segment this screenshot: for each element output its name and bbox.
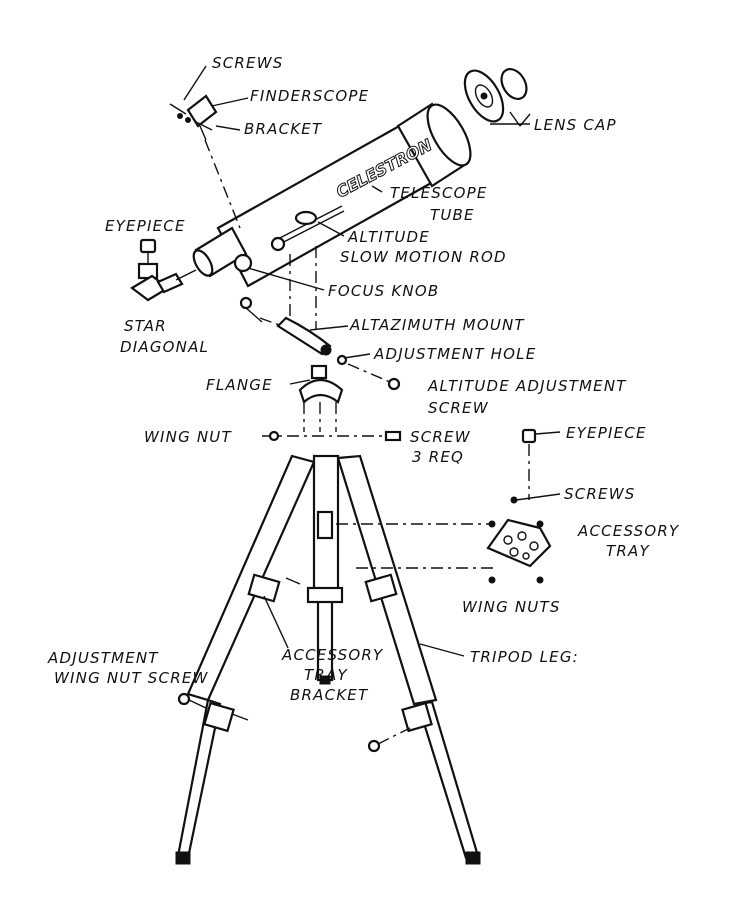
finderscope	[169, 94, 241, 229]
label-adjustment-wing-nut-2: WING NUT SCREW	[54, 669, 209, 687]
label-screws-top: SCREWS	[212, 54, 283, 72]
label-accessory-tray-bracket-3: BRACKET	[290, 686, 369, 704]
label-adjustment-hole: ADJUSTMENT HOLE	[373, 345, 536, 363]
label-adjustment-wing-nut-1: ADJUSTMENT	[47, 649, 159, 667]
label-eyepiece-right: EYEPIECE	[566, 424, 647, 442]
label-screw-2: 3 REQ	[412, 448, 464, 466]
focus-knob	[233, 253, 253, 273]
label-altitude-1: ALTITUDE	[347, 228, 430, 246]
label-altitude-2: SLOW MOTION ROD	[340, 248, 507, 266]
label-altitude-adjustment-1: ALTITUDE ADJUSTMENT	[427, 377, 627, 395]
label-wing-nuts: WING NUTS	[462, 598, 561, 616]
leader-lines	[183, 65, 561, 721]
lens-cap	[463, 67, 531, 127]
label-flange: FLANGE	[206, 376, 273, 394]
label-screw-1: SCREW	[410, 428, 471, 446]
label-bracket: BRACKET	[244, 120, 323, 138]
label-altazimuth-mount: ALTAZIMUTH MOUNT	[349, 316, 525, 334]
label-lens-cap: LENS CAP	[534, 116, 617, 134]
label-star-diagonal-2: DIAGONAL	[120, 338, 209, 356]
label-altitude-adjustment-2: SCREW	[428, 399, 489, 417]
tripod-legs	[175, 454, 481, 865]
label-tripod-leg: TRIPOD LEG:	[470, 648, 579, 666]
label-wing-nut: WING NUT	[144, 428, 232, 446]
label-accessory-tray-2: TRAY	[606, 542, 650, 560]
label-star-diagonal-1: STAR	[124, 317, 167, 335]
label-finderscope: FINDERSCOPE	[250, 87, 369, 105]
label-accessory-tray-1: ACCESSORY	[577, 522, 680, 540]
label-accessory-tray-bracket-2: TRAY	[304, 666, 348, 684]
label-telescope-tube-1: TELESCOPE	[390, 184, 488, 202]
label-eyepiece-left: EYEPIECE	[105, 217, 186, 235]
tripod-head	[262, 364, 402, 442]
labels: SCREWS FINDERSCOPE BRACKET LENS CAP TELE…	[47, 54, 680, 704]
star-diagonal	[130, 238, 197, 302]
label-focus-knob: FOCUS KNOB	[328, 282, 439, 300]
label-accessory-tray-bracket-1: ACCESSORY	[281, 646, 384, 664]
label-screws-right: SCREWS	[564, 485, 635, 503]
accessory-tray	[336, 428, 552, 584]
label-telescope-tube-2: TUBE	[430, 206, 475, 224]
